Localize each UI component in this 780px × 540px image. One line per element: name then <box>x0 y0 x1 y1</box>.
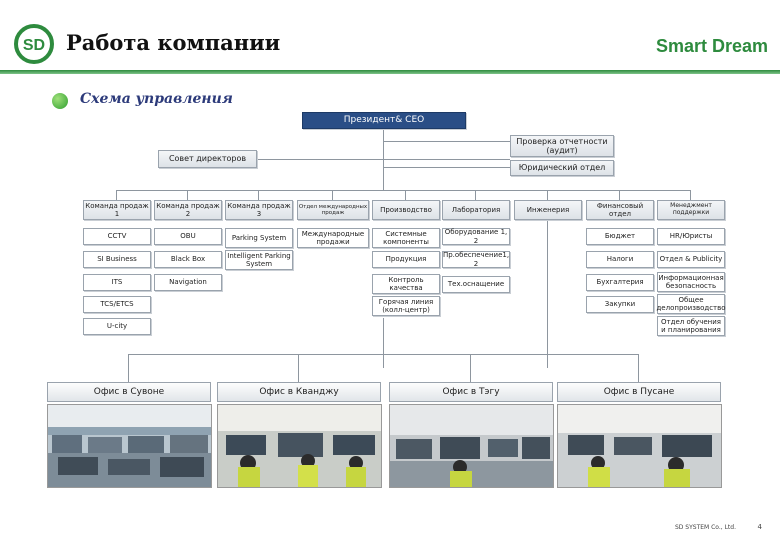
support-item: Отдел & Publicity <box>657 251 725 268</box>
production-item: Горячая линия (колл-центр) <box>372 296 440 316</box>
page-title: Работа компании <box>66 30 281 55</box>
brand-name: Smart Dream <box>655 36 768 56</box>
dept-sales-3: Команда продаж 3 <box>225 200 293 220</box>
dept-finance: Финансовый отдел <box>586 200 654 220</box>
support-item: Отдел обучения и планирования <box>657 316 725 336</box>
page-number: 4 <box>757 523 762 531</box>
sales1-item: CCTV <box>83 228 151 245</box>
bullet-dot-icon <box>52 93 68 109</box>
connector-line <box>619 190 620 200</box>
sales3-item: Intelligent Parking System <box>225 250 293 270</box>
support-item: Общее делопроизводство <box>656 294 726 314</box>
connector-line <box>255 159 510 160</box>
dept-engineering: Инженерия <box>514 200 582 220</box>
header-divider <box>0 70 780 74</box>
office-photo-suwon <box>47 404 212 488</box>
connector-line <box>383 141 510 142</box>
connector-line <box>298 354 299 382</box>
intl-item: Международные продажи <box>297 228 369 248</box>
finance-item: Закупки <box>586 296 654 313</box>
connector-line <box>128 354 638 355</box>
connector-line <box>116 190 117 200</box>
finance-item: Бюджет <box>586 228 654 245</box>
connector-line <box>470 354 471 382</box>
connector-line <box>475 190 476 200</box>
dept-production: Производство <box>372 200 440 220</box>
office-title-busan: Офис в Пусане <box>557 382 721 402</box>
sales1-item: SI Business <box>83 251 151 268</box>
connector-line <box>383 167 510 168</box>
support-item: Информационная безопасность <box>657 272 725 292</box>
dept-sales-2: Команда продаж 2 <box>154 200 222 220</box>
connector-line <box>187 190 188 200</box>
connector-line <box>383 318 384 368</box>
connector-line <box>638 354 639 382</box>
board-box: Совет директоров <box>158 150 257 168</box>
connector-line <box>547 218 548 368</box>
sales2-item: OBU <box>154 228 222 245</box>
section-title: Схема управления <box>80 91 233 107</box>
sales1-item: TCS/ETCS <box>83 296 151 313</box>
audit-box: Проверка отчетности (аудит) <box>510 135 614 157</box>
sales1-item: U-city <box>83 318 151 335</box>
production-item: Системные компоненты <box>372 228 440 248</box>
connector-line <box>547 190 548 200</box>
finance-item: Налоги <box>586 251 654 268</box>
logo-text: SD <box>23 37 45 54</box>
connector-line <box>258 190 259 200</box>
legal-box: Юридический отдел <box>510 160 614 176</box>
sales3-item: Parking System <box>225 228 293 248</box>
connector-line <box>690 190 691 200</box>
lab-item: Оборудование 1, 2 <box>442 228 510 245</box>
sales2-item: Navigation <box>154 274 222 291</box>
office-title-gwangju: Офис в Кванджу <box>217 382 381 402</box>
connector-line <box>332 190 333 200</box>
production-item: Продукция <box>372 251 440 268</box>
president-box: Президент& CEO <box>302 112 466 129</box>
dept-lab: Лаборатория <box>442 200 510 220</box>
connector-line <box>405 190 406 200</box>
connector-line <box>116 190 690 191</box>
lab-item: Пр.обеспечение1, 2 <box>442 251 510 268</box>
office-photo-gwangju <box>217 404 382 488</box>
sales1-item: ITS <box>83 274 151 291</box>
connector-line <box>128 354 129 382</box>
finance-item: Бухгалтерия <box>586 274 654 291</box>
office-photo-busan <box>557 404 722 488</box>
dept-intl-sales: Отдел международных продаж <box>297 200 369 220</box>
footer-company: SD SYSTEM Co., Ltd. <box>674 524 736 531</box>
office-title-suwon: Офис в Сувоне <box>47 382 211 402</box>
production-item: Контроль качества <box>372 274 440 294</box>
sales2-item: Black Box <box>154 251 222 268</box>
dept-support: Менеджмент поддержки <box>657 200 725 220</box>
office-photo-daegu <box>389 404 554 488</box>
office-title-daegu: Офис в Тэгу <box>389 382 553 402</box>
dept-sales-1: Команда продаж 1 <box>83 200 151 220</box>
company-logo: SD <box>14 24 54 64</box>
lab-item: Тех.оснащение <box>442 276 510 293</box>
support-item: HR/Юристы <box>657 228 725 245</box>
